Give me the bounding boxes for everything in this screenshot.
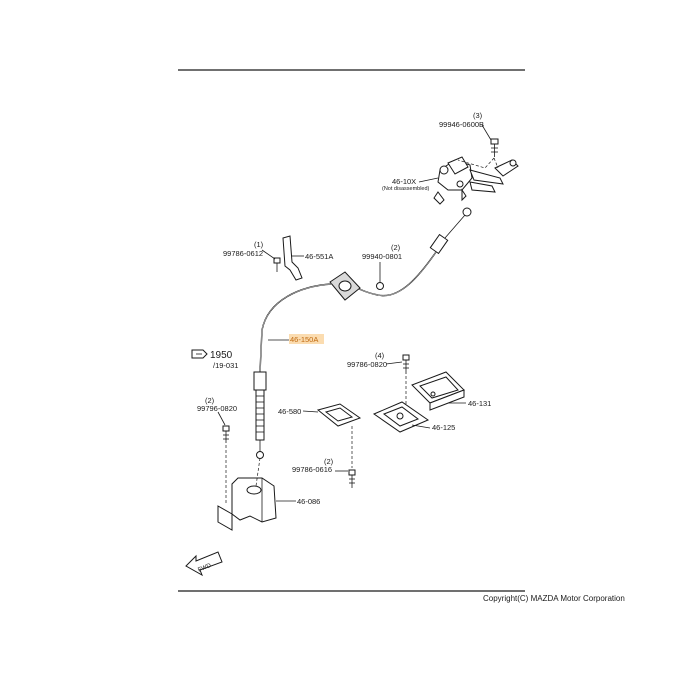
nut-qty: (2) (391, 243, 401, 252)
bolt-left-part-number: 99796-0820 (197, 404, 237, 413)
plate-part-number: 46-131 (468, 399, 491, 408)
bracket-lower[interactable] (217, 477, 277, 531)
bolt-top[interactable] (490, 138, 499, 157)
bolt-bracket[interactable] (273, 257, 281, 272)
gasket-part-number: 46-125 (432, 423, 455, 432)
bolt-top-part-number: 99946-0600B (439, 120, 484, 129)
bolt-plate[interactable] (402, 354, 410, 374)
bolt-boot-qty: (2) (324, 457, 334, 466)
bolt-boot[interactable] (348, 469, 356, 488)
bolt-left-qty: (2) (205, 396, 215, 405)
reference-subpage: /19-031 (213, 361, 238, 370)
bracket-part-number: 46-551A (305, 252, 333, 261)
bracket-lower-part-number: 46-086 (297, 497, 320, 506)
shifter-note: (Not disassembled) (382, 186, 430, 192)
cable-part-number[interactable]: 46-150A (290, 335, 318, 344)
bolt-bracket-qty: (1) (254, 240, 264, 249)
boot-part-number: 46-580 (278, 407, 301, 416)
bolt-bracket-part-number: 99786-0612 (223, 249, 263, 258)
bolt-top-qty: (3) (473, 111, 483, 120)
nut-part-number: 99940-0801 (362, 252, 402, 261)
copyright-notice: Copyright(C) MAZDA Motor Corporation (483, 594, 625, 603)
cable-label-highlight (289, 334, 324, 344)
shifter-part-number: 46-10X (392, 177, 416, 186)
reference-page[interactable]: 1950 (210, 350, 233, 361)
boot-seal[interactable] (316, 403, 362, 427)
shifter-assembly[interactable] (433, 156, 519, 205)
nut[interactable] (376, 282, 384, 290)
bolt-left[interactable] (222, 425, 230, 443)
bolt-plate-part-number: 99786-0820 (347, 360, 387, 369)
bolt-boot-part-number: 99786-0616 (292, 465, 332, 474)
gasket[interactable] (372, 401, 430, 433)
cover-plate[interactable] (411, 371, 465, 411)
fwd-arrow-icon: FWD (185, 551, 223, 577)
bolt-plate-qty: (4) (375, 351, 385, 360)
shift-cable[interactable] (253, 207, 472, 459)
bracket-upper[interactable] (282, 235, 303, 281)
reference-hand-icon (191, 349, 208, 359)
fwd-label: FWD (197, 563, 213, 574)
